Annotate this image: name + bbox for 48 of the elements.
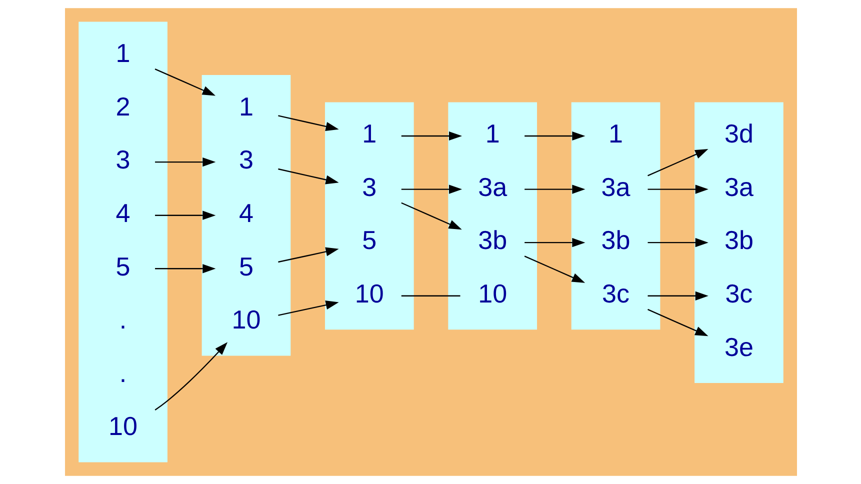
node-text: . [118, 358, 126, 388]
node-text: 3a [600, 172, 630, 202]
node-text: 3d [724, 118, 753, 149]
cluster [78, 22, 167, 462]
node-text: 5 [362, 225, 376, 256]
node-text: . [118, 304, 126, 335]
connector [400, 295, 460, 296]
arrow [524, 131, 585, 141]
node-text: 5 [115, 251, 130, 282]
node-text: 4 [115, 198, 130, 228]
arrow [524, 238, 585, 248]
arrow [647, 238, 708, 248]
arrow [154, 342, 228, 410]
arrow [524, 184, 585, 194]
node-text: 1 [608, 118, 623, 149]
node-text: 3 [115, 144, 130, 175]
node-text: 5 [238, 251, 253, 282]
node-text: 10 [231, 304, 260, 335]
node-text: 3 [238, 144, 253, 175]
arrow [400, 131, 462, 141]
node-text: 10 [108, 411, 138, 442]
arrow [647, 308, 708, 336]
node-text: 2 [115, 91, 130, 122]
node-text: 1 [115, 38, 130, 68]
node-text: 1 [362, 118, 376, 149]
node-text: 3c [724, 278, 752, 309]
node-text: 1 [484, 118, 500, 149]
node-text: 3b [724, 225, 753, 256]
arrow [647, 184, 708, 194]
arrow [524, 256, 585, 283]
arrow [154, 157, 216, 167]
node-text: 3b [478, 225, 507, 256]
arrow [647, 149, 708, 176]
arrow [647, 291, 708, 300]
node-text: 3e [724, 332, 753, 362]
node-text: 4 [238, 198, 253, 228]
arrow [154, 264, 216, 274]
node-text: 3a [478, 172, 507, 202]
node-text: 10 [354, 278, 384, 309]
node-text: 3a [724, 172, 753, 202]
arrow [400, 202, 462, 230]
node-text: 1 [238, 91, 253, 122]
node-text: 3 [362, 172, 376, 202]
node-text: 10 [478, 278, 507, 309]
arrow [154, 210, 216, 220]
node-text: 3c [602, 278, 630, 309]
node-text: 3b [600, 225, 630, 256]
arrow [400, 184, 462, 194]
